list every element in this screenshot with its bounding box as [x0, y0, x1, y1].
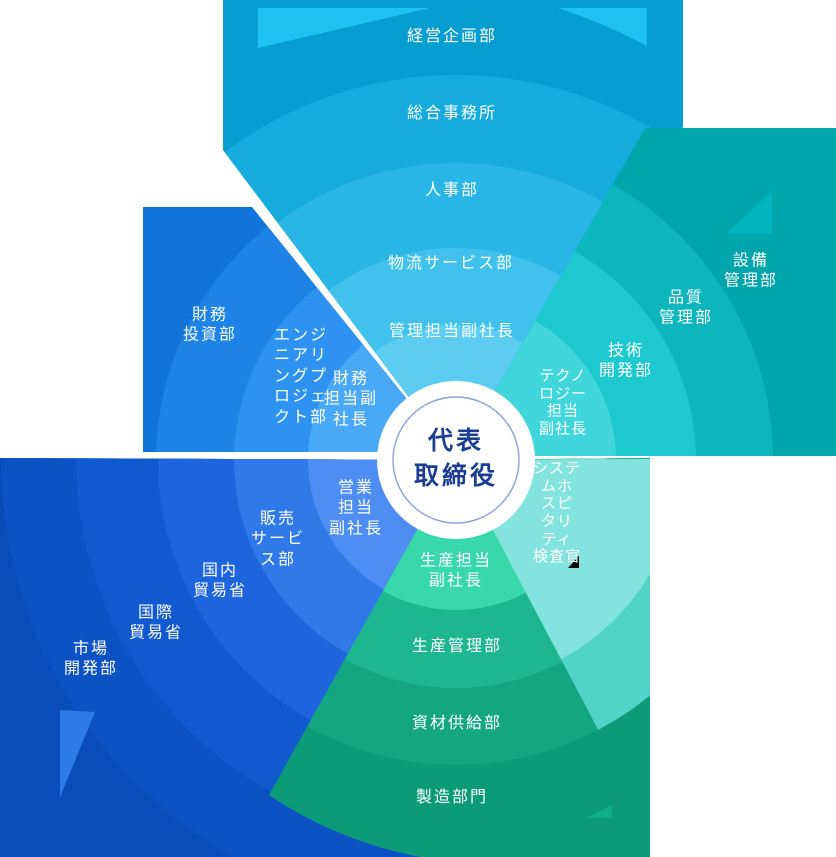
- label-dept-sales-service: 販売 サービ ス部: [250, 510, 306, 569]
- sector-inspection: [456, 459, 650, 765]
- label-vp-finance: 財務 担当副 社長: [323, 370, 379, 429]
- label-dept-logistics-service: 物流サービス部: [387, 254, 515, 272]
- label-dept-corporate-planning: 経営企画部: [406, 27, 498, 45]
- label-dept-facility-management: 設備 管理部: [723, 252, 779, 290]
- label-vp-administration: 管理担当副社長: [388, 322, 516, 340]
- label-dept-production-management: 生産管理部: [411, 637, 503, 655]
- label-representative-director: 代表 取締役: [413, 427, 499, 490]
- finance-ring-1: [234, 238, 456, 460]
- label-dept-finance-investment: 財務 投資部: [182, 306, 238, 344]
- label-vp-technology: テクノ ロジー 担当 副社長: [538, 367, 588, 438]
- label-system-hospitality-inspector: システ ムホ スピ タリ ティ 検査官: [532, 459, 582, 566]
- center-circle: [377, 381, 535, 539]
- technology-ring-1: [456, 220, 696, 460]
- label-dept-international-trade: 国際 貿易省: [128, 604, 184, 642]
- label-dept-domestic-trade: 国内 貿易省: [192, 562, 248, 600]
- administration-accent-crescent-left: [258, 8, 430, 48]
- label-dept-quality-control: 品質 管理部: [658, 289, 714, 327]
- label-dept-tech-development: 技術 開発部: [598, 342, 654, 380]
- label-dept-manufacturing: 製造部門: [415, 788, 489, 806]
- label-vp-production: 生産担当 副社長: [419, 552, 493, 590]
- production-accent-triangle: [586, 805, 612, 818]
- center-inner-ring: [392, 396, 520, 524]
- label-dept-general-office: 総合事務所: [406, 104, 498, 122]
- finance-ring-0: [308, 312, 456, 460]
- inspection-ring-0: [456, 459, 650, 685]
- label-dept-market-development: 市場 開発部: [63, 640, 119, 678]
- label-dept-engineering-project: エンジ ニアリ ングプ ロジェ クト部: [273, 326, 329, 426]
- sales-accent-triangle: [60, 710, 95, 797]
- technology-accent-triangle: [726, 191, 772, 234]
- administration-accent-crescent-right: [558, 8, 647, 46]
- label-dept-hr: 人事部: [424, 181, 480, 199]
- technology-ring-0: [456, 300, 616, 460]
- inspection-arrow-icon: [568, 556, 579, 568]
- label-vp-sales: 営業 担当 副社長: [328, 479, 384, 538]
- label-dept-material-supply: 資材供給部: [411, 714, 503, 732]
